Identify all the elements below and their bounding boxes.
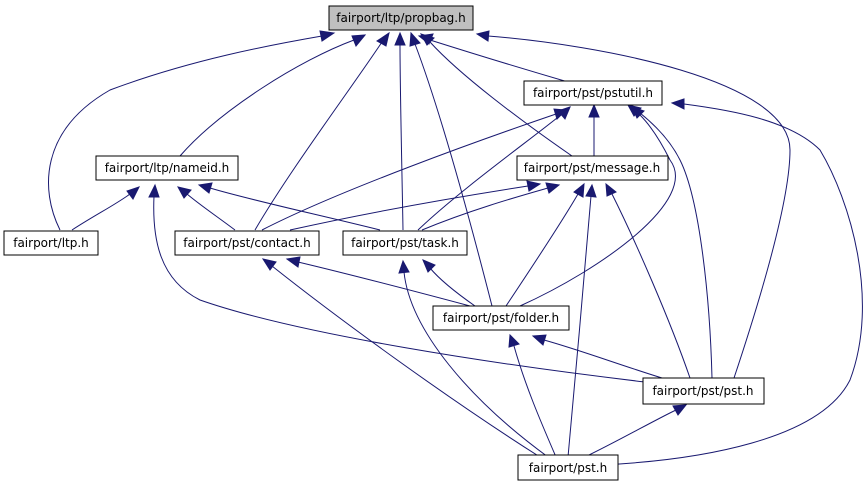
node-pst-label: fairport/pst.h [529, 461, 607, 475]
edge-task-to-nameid [197, 182, 381, 231]
edge-contact-to-nameid [177, 186, 236, 231]
node-pst-pst[interactable]: fairport/pst/pst.h [642, 377, 765, 405]
node-pst[interactable]: fairport/pst.h [517, 454, 619, 481]
edge-task-to-propbag [394, 31, 406, 231]
node-ltp[interactable]: fairport/ltp.h [3, 230, 99, 256]
node-propbag-label: fairport/ltp/propbag.h [336, 11, 465, 25]
node-ltp-label: fairport/ltp.h [13, 236, 89, 250]
node-nameid-label: fairport/ltp/nameid.h [105, 161, 230, 175]
edge-pstpst-to-folder [531, 334, 663, 379]
edge-folder-to-contact [285, 256, 471, 307]
node-pstutil-label: fairport/pst/pstutil.h [533, 86, 653, 100]
edge-nameid-to-propbag [179, 34, 367, 157]
edge-pstpst-to-propbag [475, 30, 791, 379]
node-pstutil[interactable]: fairport/pst/pstutil.h [523, 80, 663, 106]
edge-message-to-pstutil [588, 103, 600, 156]
edge-pst-to-contact [261, 258, 541, 458]
edge-pst-to-pstutil [601, 98, 863, 466]
node-folder[interactable]: fairport/pst/folder.h [432, 305, 570, 331]
edge-task-to-pstutil [417, 106, 571, 231]
edge-pstpst-to-nameid [148, 183, 646, 383]
node-contact[interactable]: fairport/pst/contact.h [174, 230, 320, 256]
edge-folder-to-pstutil [519, 106, 676, 307]
node-task-label: fairport/pst/task.h [351, 236, 459, 250]
edge-ltp-to-propbag [48, 30, 336, 231]
node-propbag[interactable]: fairport/ltp/propbag.h [328, 5, 474, 31]
node-folder-label: fairport/pst/folder.h [443, 311, 559, 325]
edge-pst-to-pstpst [584, 404, 688, 458]
edge-pst-to-message [567, 183, 597, 458]
node-contact-label: fairport/pst/contact.h [183, 236, 310, 250]
node-task[interactable]: fairport/pst/task.h [342, 230, 468, 256]
edge-contact-to-message [289, 180, 542, 231]
edge-ltp-to-nameid [71, 186, 140, 231]
edge-pst-to-folder [508, 333, 557, 458]
edges [48, 30, 863, 466]
node-message[interactable]: fairport/pst/message.h [516, 155, 669, 181]
node-pst-pst-label: fairport/pst/pst.h [652, 384, 753, 398]
edge-pstpst-to-message [605, 182, 691, 379]
node-nameid[interactable]: fairport/ltp/nameid.h [95, 155, 239, 181]
edge-pst-to-task [398, 259, 549, 458]
node-message-label: fairport/pst/message.h [524, 161, 660, 175]
edge-task-to-message [421, 182, 561, 231]
edge-folder-to-propbag [409, 31, 493, 307]
edge-contact-to-propbag [254, 31, 390, 231]
edge-folder-to-task [422, 259, 476, 307]
edge-pstutil-to-propbag [417, 33, 569, 83]
edge-pstpst-to-pstutil [627, 104, 713, 379]
edge-message-to-propbag [419, 33, 573, 157]
edge-folder-to-message [505, 182, 585, 307]
